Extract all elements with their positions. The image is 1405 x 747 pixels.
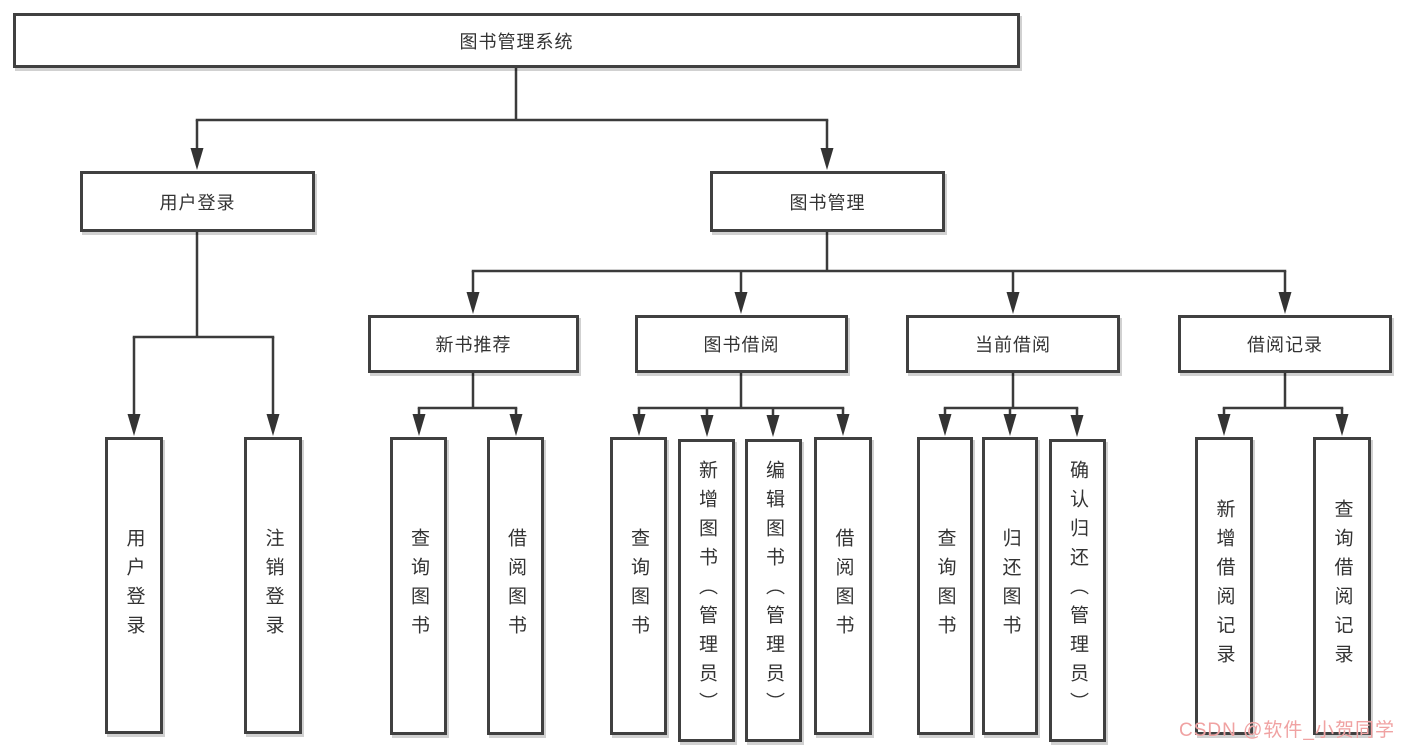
node-book-management-label: 图书管理 bbox=[789, 192, 866, 213]
leaf-query-books-borrowing: 查询图书 bbox=[610, 437, 667, 735]
leaf-borrow-books-borrowing-label: 借阅图书 bbox=[832, 528, 854, 644]
csdn-watermark: CSDN @软件_小贺同学 bbox=[1179, 720, 1395, 741]
leaf-add-books-admin: 新增图书（管理员） bbox=[678, 439, 735, 742]
leaf-query-books-borrowing-label: 查询图书 bbox=[628, 528, 649, 644]
node-user-login-label: 用户登录 bbox=[159, 192, 236, 213]
leaf-query-books-current: 查询图书 bbox=[917, 437, 973, 735]
leaf-user-login-label: 用户登录 bbox=[123, 527, 145, 644]
node-current-borrowing: 当前借阅 bbox=[906, 315, 1120, 373]
leaf-borrow-books-borrowing: 借阅图书 bbox=[814, 437, 872, 735]
leaf-confirm-return-admin-label: 确认归还（管理员） bbox=[1067, 460, 1088, 721]
leaf-borrow-books-recommend: 借阅图书 bbox=[487, 437, 544, 735]
leaf-logout-label: 注销登录 bbox=[262, 527, 284, 644]
leaf-confirm-return-admin: 确认归还（管理员） bbox=[1049, 439, 1106, 742]
node-book-borrowing-label: 图书借阅 bbox=[703, 335, 780, 355]
leaf-borrow-books-recommend-label: 借阅图书 bbox=[505, 528, 526, 644]
leaf-edit-books-admin-label: 编辑图书（管理员） bbox=[763, 460, 784, 721]
node-new-book-recommend-label: 新书推荐 bbox=[435, 335, 512, 355]
leaf-query-books-current-label: 查询图书 bbox=[934, 528, 956, 644]
leaf-add-books-admin-label: 新增图书（管理员） bbox=[696, 460, 717, 721]
leaf-add-borrow-record-label: 新增借阅记录 bbox=[1213, 499, 1235, 673]
node-root-label: 图书管理系统 bbox=[459, 31, 574, 52]
leaf-logout: 注销登录 bbox=[244, 437, 302, 734]
node-root: 图书管理系统 bbox=[13, 13, 1020, 68]
leaf-edit-books-admin: 编辑图书（管理员） bbox=[745, 439, 802, 742]
leaf-add-borrow-record: 新增借阅记录 bbox=[1195, 437, 1253, 735]
leaf-query-books-recommend: 查询图书 bbox=[390, 437, 447, 735]
node-borrow-records: 借阅记录 bbox=[1178, 315, 1392, 373]
leaf-query-borrow-record: 查询借阅记录 bbox=[1313, 437, 1371, 735]
leaf-query-books-recommend-label: 查询图书 bbox=[408, 528, 429, 644]
leaf-return-books: 归还图书 bbox=[982, 437, 1038, 735]
node-user-login: 用户登录 bbox=[80, 171, 315, 232]
node-current-borrowing-label: 当前借阅 bbox=[975, 335, 1051, 355]
leaf-return-books-label: 归还图书 bbox=[999, 528, 1021, 644]
node-book-management: 图书管理 bbox=[710, 171, 945, 232]
node-new-book-recommend: 新书推荐 bbox=[368, 315, 579, 373]
node-borrow-records-label: 借阅记录 bbox=[1247, 335, 1323, 355]
node-book-borrowing: 图书借阅 bbox=[635, 315, 848, 373]
leaf-user-login: 用户登录 bbox=[105, 437, 163, 734]
leaf-query-borrow-record-label: 查询借阅记录 bbox=[1331, 499, 1353, 673]
